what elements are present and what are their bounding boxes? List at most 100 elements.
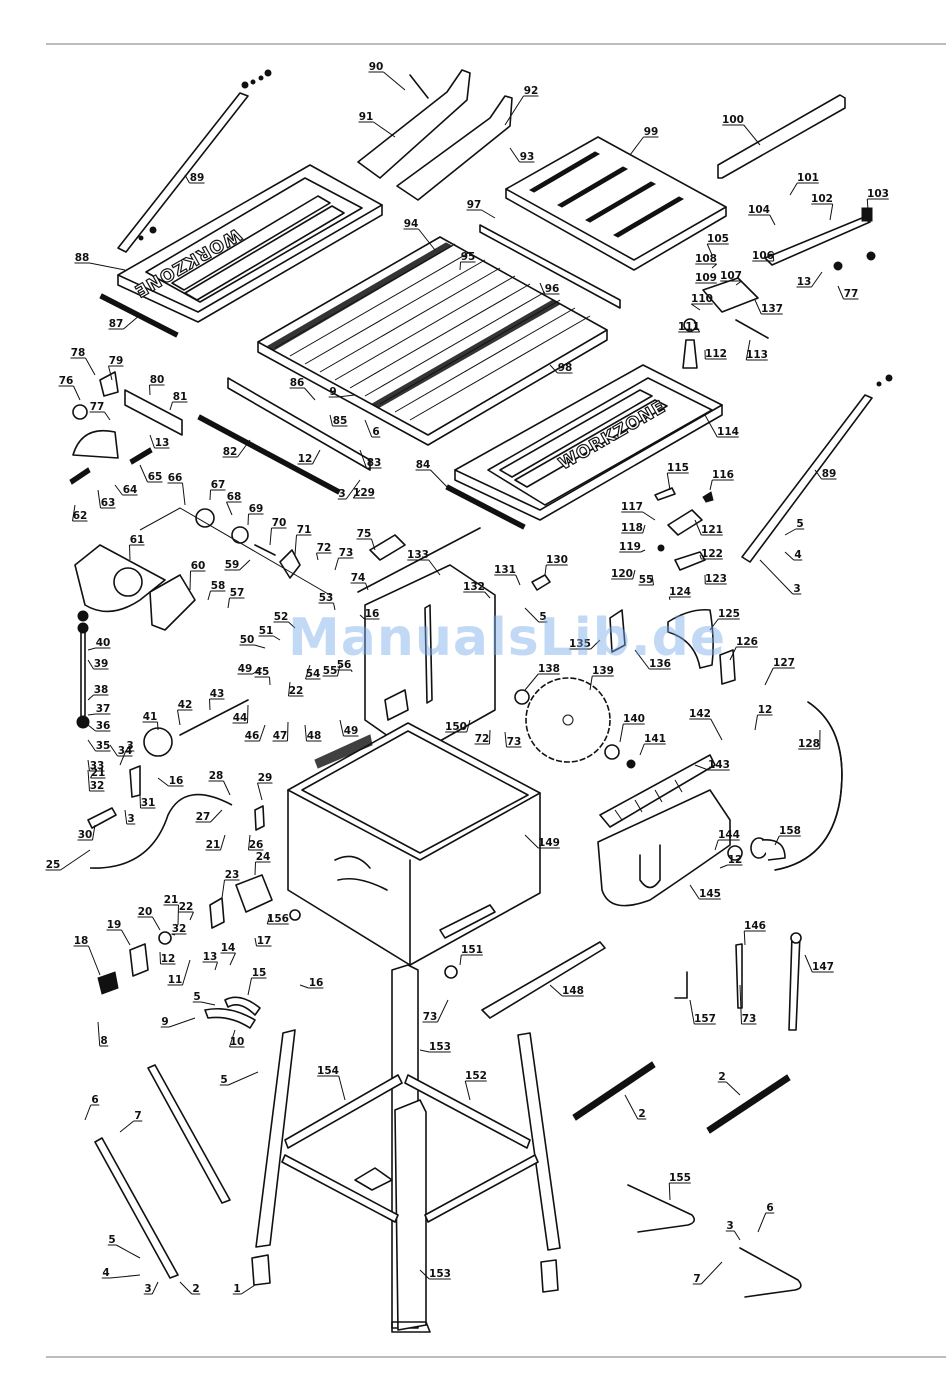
part-label-69: 69 — [247, 503, 264, 526]
part-number: 112 — [705, 348, 727, 360]
leader-line — [254, 937, 272, 947]
part-number: 32 — [90, 780, 105, 792]
part-number: 25 — [46, 859, 61, 871]
part-24-switch-box — [235, 874, 273, 913]
part-131-slot-plate — [531, 574, 551, 591]
part-label-3: 3 — [337, 479, 361, 500]
part-label-155: 155 — [668, 1172, 691, 1201]
leader-line — [224, 559, 251, 571]
part-number: 146 — [744, 920, 766, 932]
leader-line — [689, 718, 723, 741]
part-69-pulley — [231, 526, 249, 544]
leader-line — [804, 954, 834, 973]
part-number: 6 — [91, 1094, 98, 1106]
leader-line — [294, 534, 312, 556]
part-139-saw-blade — [525, 677, 611, 763]
part-2-brace-right — [706, 1074, 791, 1134]
leader-line — [704, 574, 727, 585]
part-number: 109 — [695, 272, 717, 284]
part-label-81: 81 — [169, 391, 188, 411]
leader-line — [619, 723, 645, 743]
part-label-76: 76 — [58, 375, 81, 401]
part-number: 44 — [233, 712, 248, 724]
part-label-96: 96 — [539, 282, 560, 295]
leader-line — [297, 449, 321, 465]
part-number: 136 — [649, 658, 671, 670]
part-138-flange — [514, 689, 530, 705]
part-label-7: 7 — [692, 1261, 723, 1285]
part-label-115: 115 — [666, 462, 689, 491]
leader-line — [299, 984, 324, 989]
part-label-5: 5 — [107, 1234, 141, 1259]
leader-line — [209, 698, 225, 711]
part-number: 12 — [161, 953, 176, 965]
part-label-29: 29 — [257, 772, 273, 801]
part-label-153: 153 — [419, 1268, 451, 1280]
leader-line — [796, 271, 823, 288]
part-label-62: 62 — [72, 504, 88, 522]
part-number: 97 — [467, 199, 482, 211]
part-number: 3 — [338, 488, 345, 500]
leader-line — [722, 124, 761, 146]
part-82-rack — [197, 414, 341, 495]
leader-line — [692, 1261, 723, 1285]
leader-line — [87, 759, 105, 772]
leader-line — [221, 879, 240, 899]
leader-line — [124, 809, 136, 825]
leader-line — [524, 834, 560, 849]
part-113-pin — [735, 319, 769, 339]
leader-line — [415, 469, 451, 491]
part-number: 16 — [365, 608, 380, 620]
part-2-brace-left-lower — [94, 1137, 179, 1279]
part-label-68: 68 — [226, 491, 242, 516]
leader-line — [244, 724, 266, 742]
leader-line — [459, 954, 483, 966]
part-label-120: 120 — [611, 568, 636, 580]
part-label-14: 14 — [220, 942, 236, 966]
leader-line — [157, 777, 184, 787]
part-141-nut — [626, 759, 636, 769]
leader-line — [208, 780, 231, 796]
part-label-150: 150 — [445, 719, 471, 733]
leader-line — [474, 729, 491, 745]
part-102-rip-fence — [702, 207, 876, 313]
leader-line — [784, 528, 805, 536]
part-154-stand-leg-left — [255, 1029, 296, 1248]
leader-line — [774, 835, 801, 846]
leader-line — [305, 664, 321, 680]
leader-line — [74, 262, 126, 271]
part-number: 78 — [71, 347, 86, 359]
part-label-7: 7 — [119, 1110, 143, 1133]
part-number: 106 — [752, 250, 774, 262]
part-label-9: 9 — [328, 386, 356, 398]
leader-line — [689, 999, 716, 1025]
part-number: 123 — [705, 573, 727, 585]
leader-line — [339, 719, 359, 737]
part-number: 74 — [351, 572, 366, 584]
leader-line — [524, 673, 560, 691]
leader-line — [837, 285, 859, 300]
part-114-right-extension-table: WORKZONE — [454, 364, 723, 521]
part-label-20: 20 — [137, 906, 161, 931]
part-label-92: 92 — [504, 85, 539, 126]
part-number: 75 — [357, 528, 372, 540]
leader-line — [87, 769, 105, 792]
part-number: 21 — [206, 839, 221, 851]
part-146-wrench — [735, 943, 743, 1009]
part-148-push-stick — [481, 941, 606, 1019]
part-label-132: 132 — [463, 581, 491, 599]
leader-line — [167, 959, 191, 986]
leader-line — [289, 387, 316, 401]
part-number: 13 — [797, 276, 812, 288]
part-number: 39 — [94, 658, 109, 670]
part-label-3: 3 — [143, 1281, 159, 1295]
part-number: 104 — [748, 204, 770, 216]
leader-line — [714, 839, 740, 851]
leader-line — [179, 1281, 201, 1295]
leader-line — [328, 394, 356, 398]
part-label-58: 58 — [207, 580, 226, 601]
part-label-21: 21 — [90, 767, 106, 779]
leader-line — [77, 824, 96, 841]
part-label-36: 36 — [87, 720, 111, 732]
leader-line — [219, 1071, 259, 1086]
